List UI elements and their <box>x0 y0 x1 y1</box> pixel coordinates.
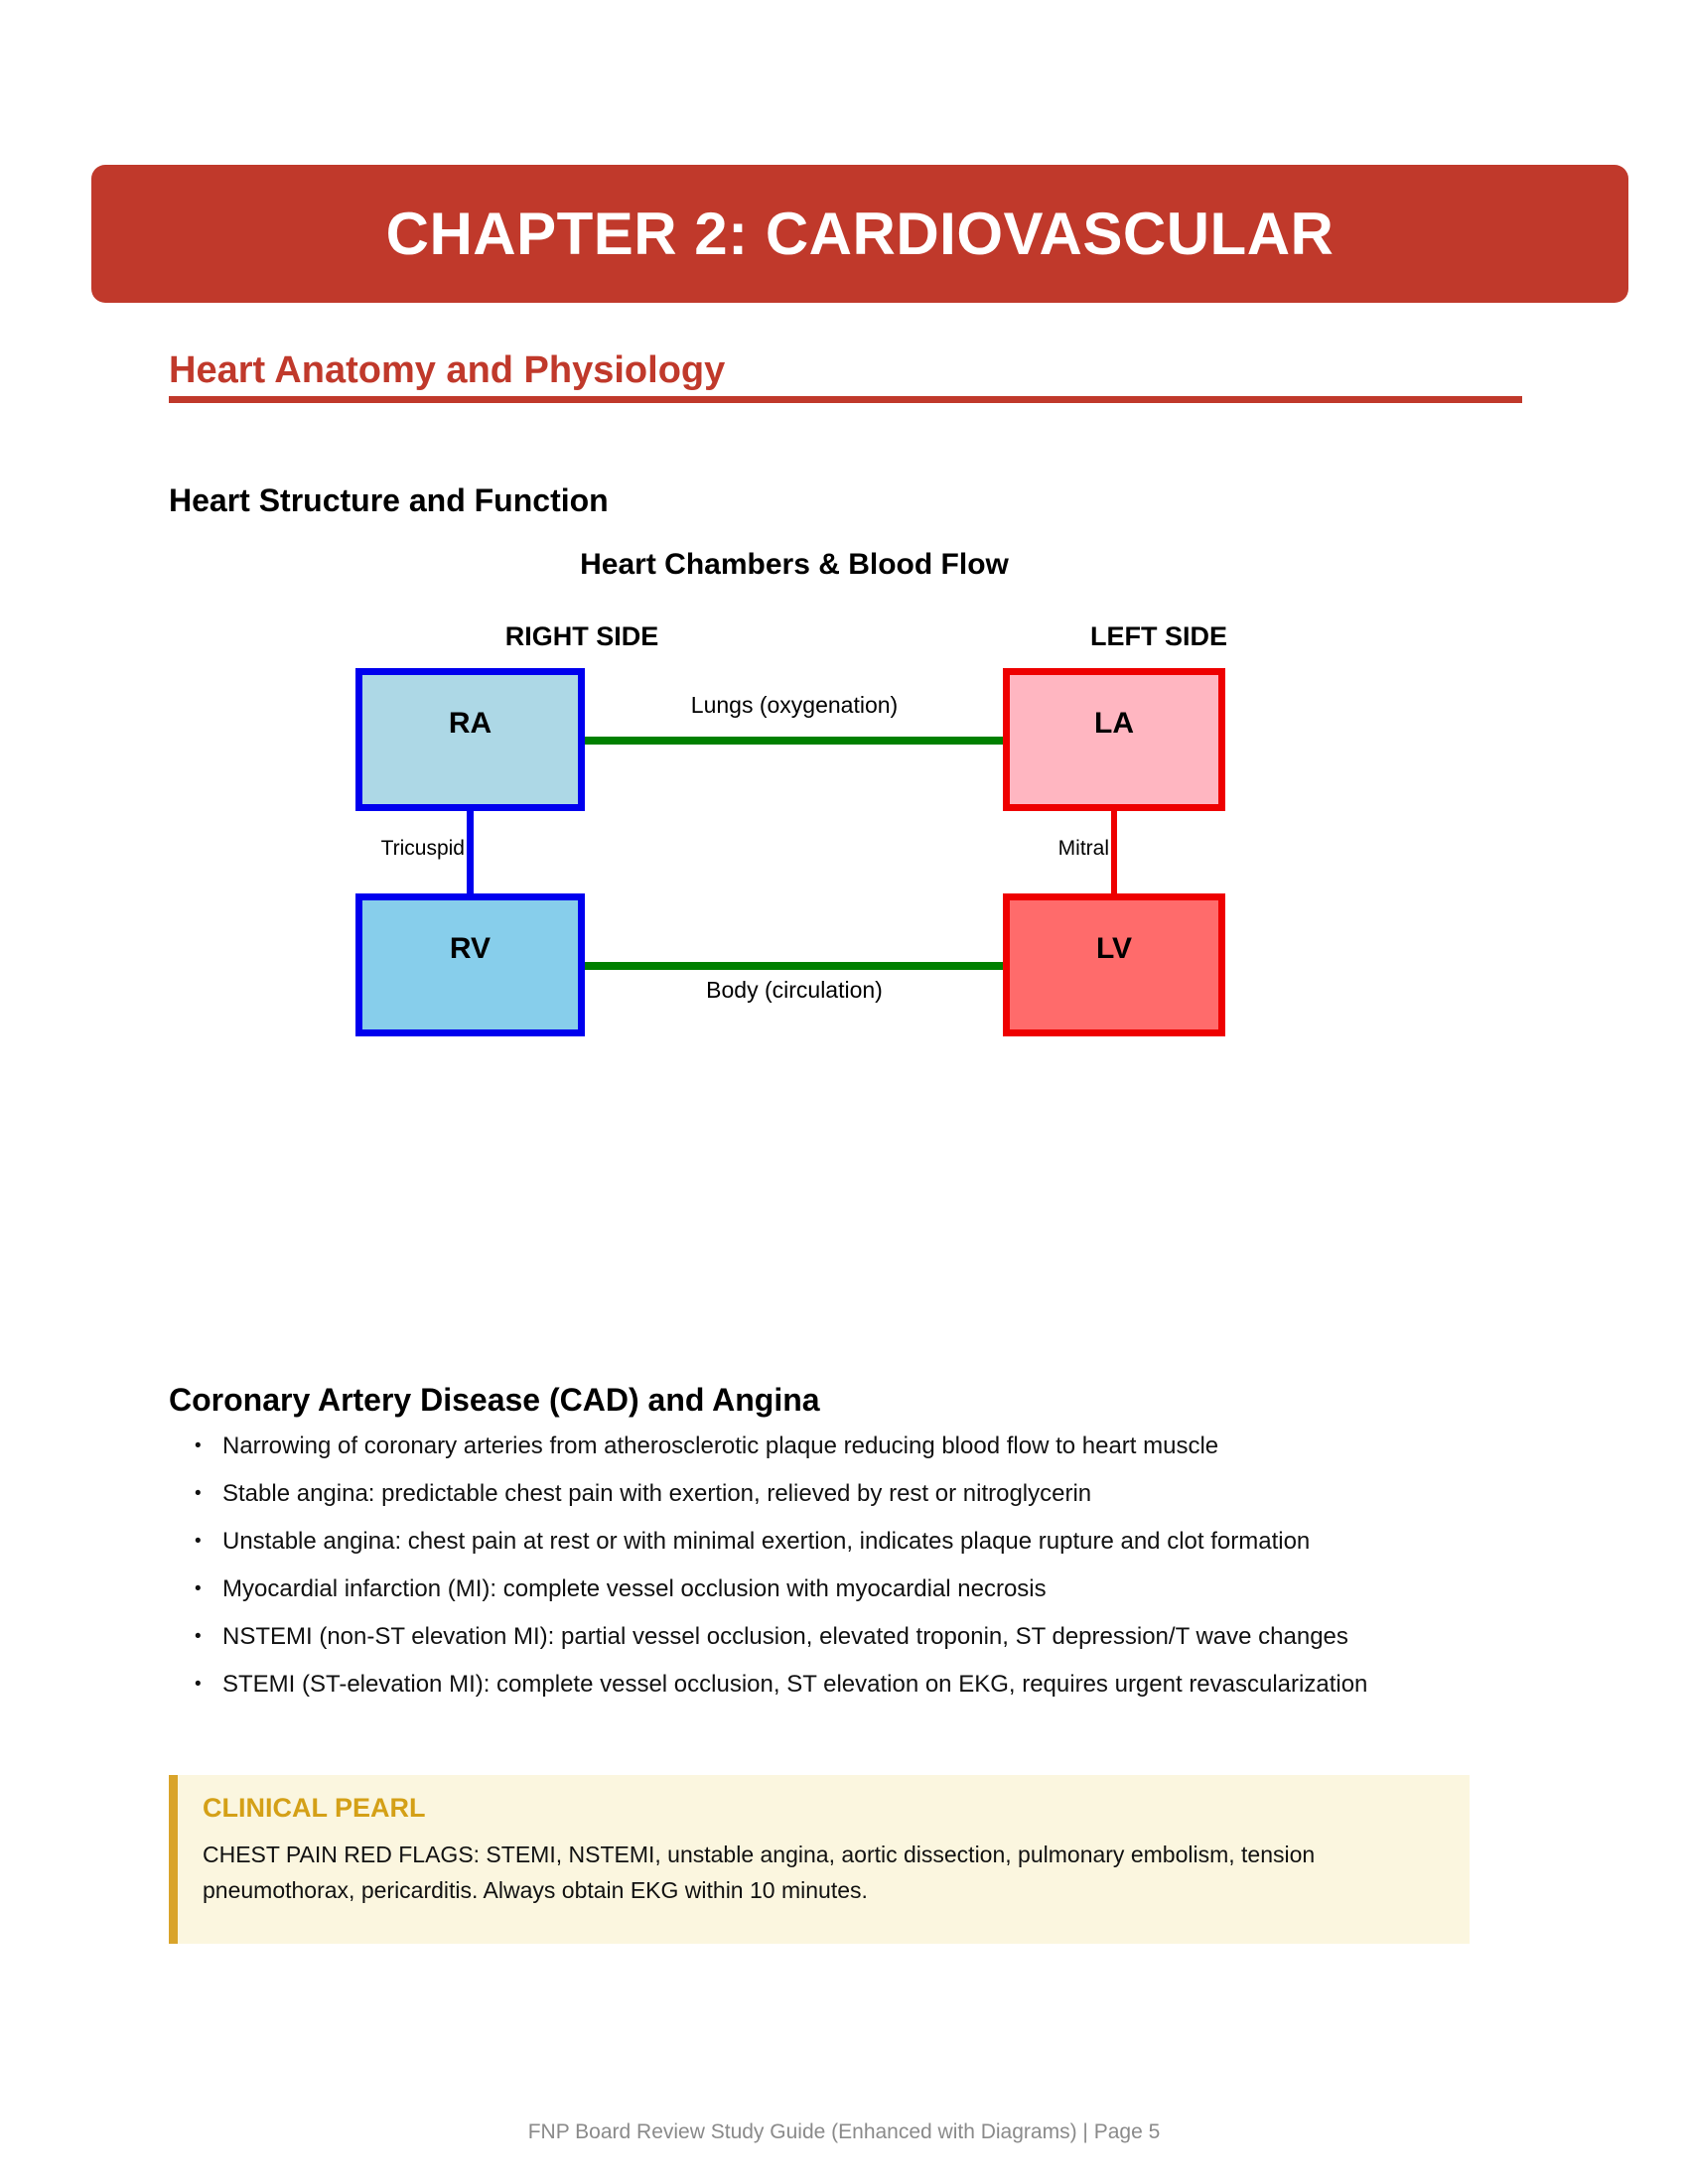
chamber-box-lv: LV <box>1003 893 1225 1036</box>
chamber-label-ra: RA <box>448 707 492 741</box>
connector-body-label: Body (circulation) <box>706 977 883 1003</box>
chamber-label-la: LA <box>1094 707 1134 741</box>
list-item: • Unstable angina: chest pain at rest or… <box>169 1526 1537 1558</box>
section-underline <box>169 396 1522 403</box>
bullet-text: STEMI (ST-elevation MI): complete vessel… <box>222 1671 1368 1698</box>
bullet-text: Unstable angina: chest pain at rest or w… <box>222 1528 1311 1555</box>
connector-mitral-label: Mitral <box>1057 837 1109 860</box>
connector-lungs-line <box>585 737 1003 745</box>
chapter-title: CHAPTER 2: CARDIOVASCULAR <box>385 201 1335 267</box>
bullet-text: Narrowing of coronary arteries from athe… <box>222 1433 1219 1459</box>
connector-tricuspid-line <box>467 808 474 897</box>
bullet-icon: • <box>195 1483 202 1504</box>
connector-body-line <box>585 962 1003 970</box>
list-item: • Narrowing of coronary arteries from at… <box>169 1431 1537 1462</box>
bullet-text: Stable angina: predictable chest pain wi… <box>222 1480 1092 1507</box>
diagram-right-side-label: RIGHT SIDE <box>504 621 659 651</box>
clinical-pearl-text: CHEST PAIN RED FLAGS: STEMI, NSTEMI, uns… <box>203 1842 1316 1903</box>
list-item: • STEMI (ST-elevation MI): complete vess… <box>169 1669 1537 1701</box>
bullet-icon: • <box>195 1626 202 1647</box>
diagram-left-side-label: LEFT SIDE <box>1089 621 1227 651</box>
connector-tricuspid-label: Tricuspid <box>380 837 465 860</box>
chamber-label-lv: LV <box>1095 932 1133 966</box>
chamber-label-rv: RV <box>449 932 492 966</box>
clinical-pearl-callout: CLINICAL PEARL CHEST PAIN RED FLAGS: STE… <box>169 1775 1470 1944</box>
bullet-icon: • <box>195 1531 202 1552</box>
page-footer: FNP Board Review Study Guide (Enhanced w… <box>527 2120 1161 2143</box>
bullet-text: Myocardial infarction (MI): complete ves… <box>222 1575 1047 1602</box>
bullet-icon: • <box>195 1578 202 1599</box>
diagram-title: Heart Chambers & Blood Flow <box>580 548 1009 581</box>
section-heading: Heart Anatomy and Physiology <box>169 349 726 391</box>
cad-section-heading: Coronary Artery Disease (CAD) and Angina <box>169 1382 820 1418</box>
list-item: • Stable angina: predictable chest pain … <box>169 1478 1537 1510</box>
list-item: • NSTEMI (non-ST elevation MI): partial … <box>169 1621 1537 1653</box>
bullet-icon: • <box>195 1435 202 1456</box>
chamber-box-la: LA <box>1003 668 1225 811</box>
list-item: • Myocardial infarction (MI): complete v… <box>169 1573 1537 1605</box>
cad-bullet-list: • Narrowing of coronary arteries from at… <box>169 1431 1537 1716</box>
connector-lungs-label: Lungs (oxygenation) <box>690 692 899 718</box>
chamber-box-rv: RV <box>355 893 585 1036</box>
subsection-heading: Heart Structure and Function <box>169 482 609 518</box>
chapter-banner: CHAPTER 2: CARDIOVASCULAR <box>91 165 1628 303</box>
bullet-icon: • <box>195 1674 202 1695</box>
connector-mitral-line <box>1111 808 1117 897</box>
chamber-box-ra: RA <box>355 668 585 811</box>
bullet-text: NSTEMI (non-ST elevation MI): partial ve… <box>222 1623 1348 1650</box>
clinical-pearl-title: CLINICAL PEARL <box>203 1793 426 1823</box>
